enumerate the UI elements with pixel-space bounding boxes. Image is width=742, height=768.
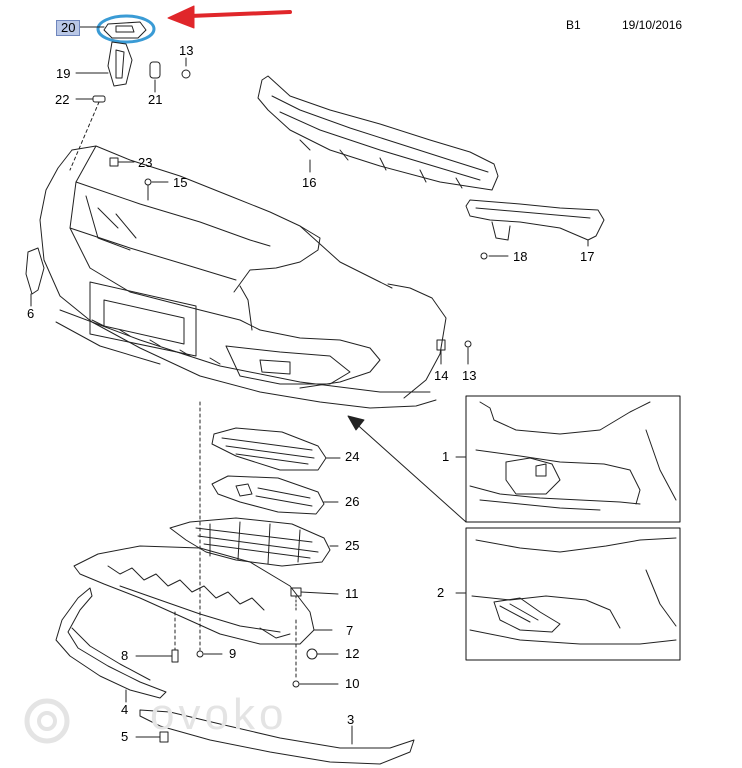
red-arrow [167,5,292,29]
part-4-spoiler [55,587,167,703]
callout-10[interactable]: 10 [345,676,360,691]
bumper-cover [39,145,447,409]
callout-5[interactable]: 5 [121,729,129,744]
part-25-grille [169,517,339,567]
callout-23[interactable]: 23 [138,155,153,170]
part-23-clip [109,157,135,167]
callout-12[interactable]: 12 [345,646,360,661]
part-3-trim [139,709,415,765]
part-11-clip [290,587,339,613]
part-19-bracket [75,41,133,87]
detail-box-2 [455,527,681,661]
part-7-undertray [73,545,333,645]
part-15-screw [144,178,169,201]
diagram-date: 19/10/2016 [622,18,683,32]
watermark-text: ovoko [150,690,288,739]
detail-arrow [347,415,467,523]
highlight-ring [96,14,156,44]
callout-15[interactable]: 15 [173,175,188,190]
part-20-bracket [103,21,147,39]
callout-13-right[interactable]: 13 [462,368,477,383]
part-14-nut [436,339,446,365]
callout-6[interactable]: 6 [27,306,35,321]
part-16-absorber [257,75,499,191]
callout-21[interactable]: 21 [148,92,163,107]
part-22-clip [69,95,106,171]
callout-11[interactable]: 11 [345,586,359,601]
callout-9[interactable]: 9 [229,646,237,661]
callout-7[interactable]: 7 [346,623,354,638]
page-reference: B1 [566,18,581,32]
callout-8[interactable]: 8 [121,648,129,663]
callout-13[interactable]: 13 [179,43,194,58]
part-18-screw [480,252,509,260]
part-24-grille [211,427,341,471]
callout-17[interactable]: 17 [580,249,595,264]
part-13-screw-right [464,340,472,365]
callout-20-highlighted[interactable]: 20 [56,20,81,36]
callout-24[interactable]: 24 [345,449,360,464]
part-10-screw [292,619,339,688]
callout-1[interactable]: 1 [442,449,450,464]
part-17-bracket [465,199,605,247]
callout-26[interactable]: 26 [345,494,360,509]
watermark-logo-icon [24,698,70,744]
part-21-nut [149,61,161,93]
callout-25[interactable]: 25 [345,538,360,553]
callout-16[interactable]: 16 [302,175,317,190]
part-9-screw [196,650,223,658]
part-8-screw [135,611,179,663]
callout-18[interactable]: 18 [513,249,528,264]
detail-box-1 [455,395,681,523]
callout-2[interactable]: 2 [437,585,445,600]
part-5-clip [135,731,169,743]
callout-19[interactable]: 19 [56,66,71,81]
callout-22[interactable]: 22 [55,92,70,107]
callout-3[interactable]: 3 [347,712,355,727]
part-13-screw-top [181,57,191,79]
part-12-nut [306,648,339,660]
callout-14[interactable]: 14 [434,368,449,383]
part-6-side-marker [25,247,45,307]
callout-4[interactable]: 4 [121,702,129,717]
part-26-grille [211,475,339,515]
